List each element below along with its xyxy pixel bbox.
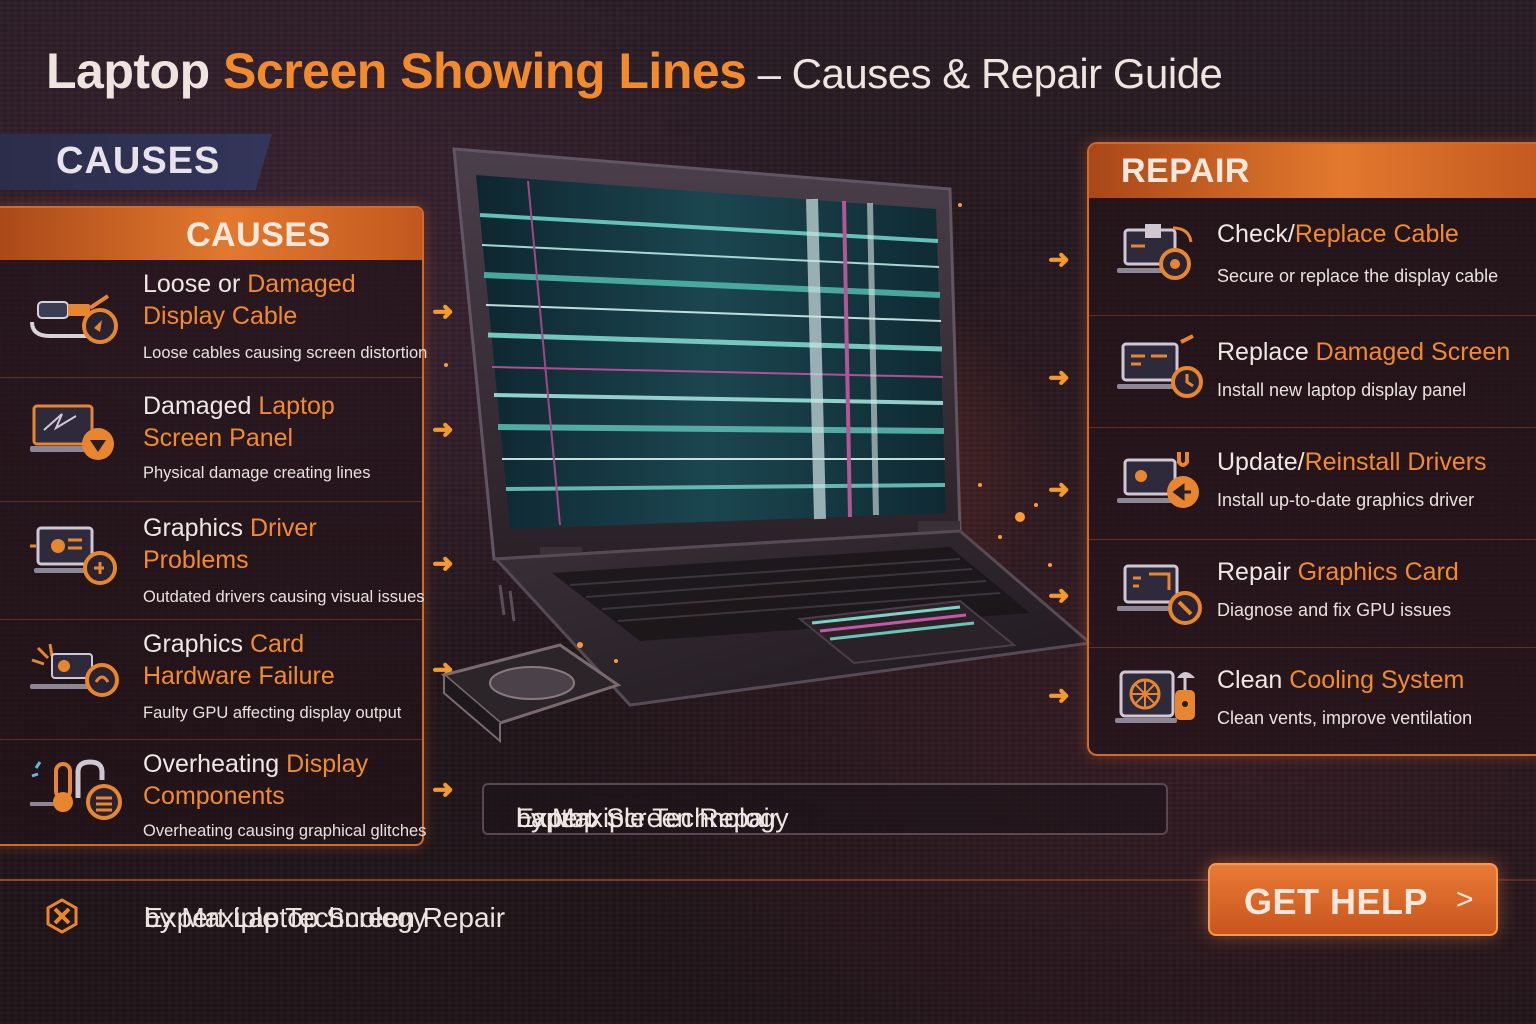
display-cable-icon <box>30 294 118 344</box>
cause-title: Damaged Laptop Screen Panel <box>143 392 335 452</box>
cause-title: Graphics Driver Problems <box>143 514 317 574</box>
causes-panel: CAUSES Loose or Damaged Display Cable Lo… <box>0 206 427 846</box>
chevron-right-icon: > <box>1456 883 1474 916</box>
causes-panel-title: CAUSES <box>186 216 331 254</box>
cooling-fan-icon <box>1115 670 1195 723</box>
arrow-right-icon: ➜ <box>1048 244 1070 274</box>
cause-item-overheating: Overheating Display Components Overheati… <box>0 740 426 846</box>
repair-item-drivers: Update/Reinstall Drivers Install up-to-d… <box>1089 428 1536 540</box>
maxiple-logo-icon <box>46 898 78 934</box>
graphics-card-icon <box>30 643 119 697</box>
arrow-right-icon: ➜ <box>432 414 454 444</box>
driver-update-icon <box>1117 452 1199 508</box>
repair-item-gpu: Repair Graphics Card Diagnose and fix GP… <box>1089 540 1536 648</box>
cause-title: Graphics Card Hardware Failure <box>143 630 335 690</box>
cause-desc: Loose cables causing screen distortion <box>143 344 428 362</box>
causes-panel-header: CAUSES <box>0 208 422 260</box>
cause-item-graphics-card: Graphics Card Hardware Failure Faulty GP… <box>0 620 422 740</box>
graphics-driver-icon <box>30 526 117 585</box>
cause-item-damaged-screen: Damaged Laptop Screen Panel Physical dam… <box>0 378 422 502</box>
caption-box: Expert Laptop Screen Repair by Maxiple T… <box>482 783 1168 835</box>
repair-item-cable: Check/Replace Cable Secure or replace th… <box>1089 198 1536 316</box>
arrow-right-icon: ➜ <box>1048 580 1070 610</box>
cause-desc: Faulty GPU affecting display output <box>143 704 402 722</box>
damaged-screen-icon <box>30 404 114 460</box>
get-help-button[interactable]: GET HELP > <box>1208 863 1498 936</box>
page-title: Laptop Screen Showing Lines – Causes & R… <box>46 42 1223 100</box>
repair-desc: Clean vents, improve ventilation <box>1217 708 1473 728</box>
cause-title: Loose or Damaged Display Cable <box>143 270 356 330</box>
repair-desc: Install up-to-date graphics driver <box>1217 490 1475 510</box>
causes-ribbon: CAUSES <box>0 134 272 190</box>
title-rest: – Causes & Repair Guide <box>746 50 1223 97</box>
repair-panel: REPAIR Check/Replace Cable Secure or rep… <box>1087 142 1536 756</box>
repair-panel-header: REPAIR <box>1089 144 1536 198</box>
repair-title: Check/Replace Cable <box>1217 220 1459 248</box>
laptop-illustration <box>440 147 1094 744</box>
arrow-right-icon: ➜ <box>432 774 454 804</box>
arrow-right-icon: ➜ <box>1048 680 1070 710</box>
repair-desc: Install new laptop display panel <box>1217 380 1467 400</box>
repair-desc: Diagnose and fix GPU issues <box>1217 600 1452 620</box>
repair-item-cooling: Clean Cooling System Clean vents, improv… <box>1089 648 1536 754</box>
arrow-right-icon: ➜ <box>1048 362 1070 392</box>
repair-desc: Secure or replace the display cable <box>1217 266 1499 286</box>
repair-title: Replace Damaged Screen <box>1217 338 1511 366</box>
cause-item-graphics-driver: Graphics Driver Problems Outdated driver… <box>0 502 425 620</box>
cause-desc: Overheating causing graphical glitches <box>143 822 427 840</box>
repair-title: Clean Cooling System <box>1217 666 1465 694</box>
overheating-icon <box>30 759 122 820</box>
gpu-repair-icon <box>1117 564 1202 625</box>
get-help-label: GET HELP <box>1244 881 1429 922</box>
repair-title: Repair Graphics Card <box>1217 558 1459 586</box>
title-part: Laptop <box>46 43 224 99</box>
cause-desc: Physical damage creating lines <box>143 464 371 482</box>
cause-item-display-cable: Loose or Damaged Display Cable Loose cab… <box>0 260 427 378</box>
repair-title: Update/Reinstall Drivers <box>1217 448 1487 476</box>
arrow-right-icon: ➜ <box>432 548 454 578</box>
repair-panel-title: REPAIR <box>1121 152 1250 190</box>
cause-desc: Outdated drivers causing visual issues <box>143 588 425 606</box>
screen-replace-icon <box>1117 334 1203 398</box>
title-highlight: Screen Showing Lines <box>223 43 747 99</box>
repair-item-screen: Replace Damaged Screen Install new lapto… <box>1089 316 1536 428</box>
cause-title: Overheating Display Components <box>143 750 369 810</box>
arrow-right-icon: ➜ <box>432 296 454 326</box>
causes-ribbon-label: CAUSES <box>56 140 221 182</box>
arrow-right-icon: ➜ <box>1048 474 1070 504</box>
footer-divider <box>0 879 1536 881</box>
cable-repair-icon <box>1117 224 1193 280</box>
